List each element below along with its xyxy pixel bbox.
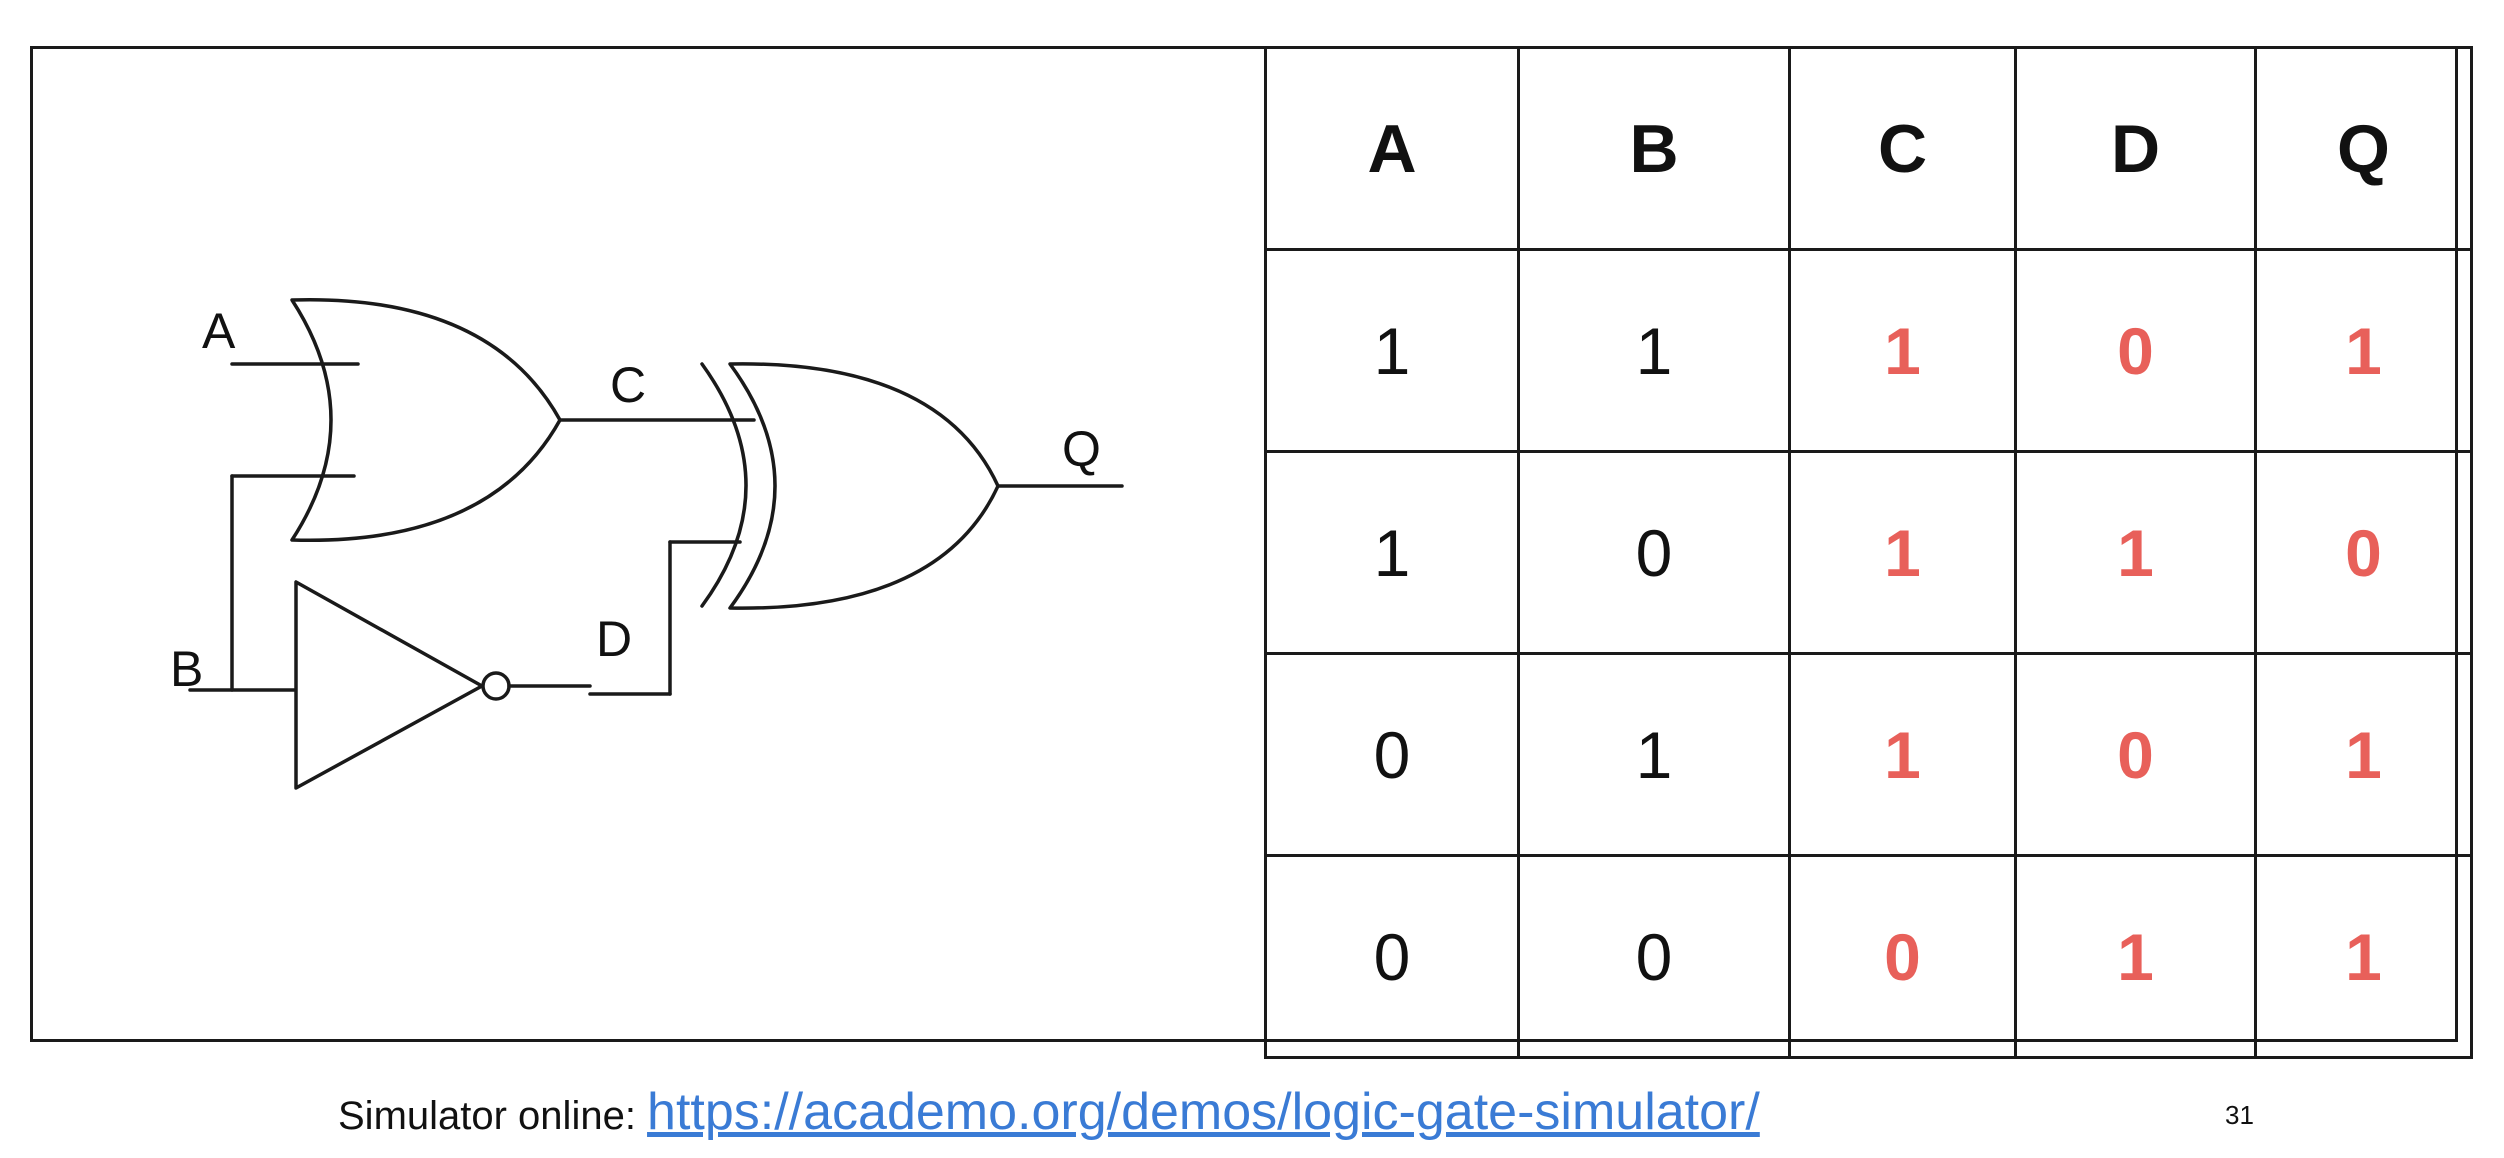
label-b: B	[170, 641, 203, 697]
table-row: 1 0 1 1 0	[1264, 450, 2473, 655]
page-number: 31	[2225, 1100, 2254, 1130]
cell-c: 1	[1788, 248, 2017, 453]
cell-a: 0	[1264, 854, 1520, 1059]
cell-q: 0	[2254, 450, 2473, 655]
table-row: 1 1 1 0 1	[1264, 248, 2473, 453]
or-gate-shape	[290, 297, 562, 543]
cell-b: 0	[1517, 450, 1791, 655]
cell-c: 0	[1788, 854, 2017, 1059]
not-gate-bubble	[481, 671, 511, 701]
cell-q: 1	[2254, 652, 2473, 857]
not-gate-shape	[294, 580, 484, 790]
label-d: D	[596, 611, 632, 667]
simulator-link[interactable]: https://academo.org/demos/logic-gate-sim…	[647, 1083, 1760, 1141]
cell-a: 1	[1264, 450, 1520, 655]
footer-label: Simulator online:	[338, 1094, 648, 1138]
cell-d: 1	[2014, 854, 2257, 1059]
cell-c: 1	[1788, 450, 2017, 655]
cell-b: 1	[1517, 248, 1791, 453]
truth-table: A B C D Q 1 1 1 0 1 1 0 1 1 0 0 1 1 0 1 …	[1264, 46, 2473, 1059]
label-a: A	[202, 303, 236, 359]
cell-c: 1	[1788, 652, 2017, 857]
header-b: B	[1517, 46, 1791, 251]
table-row: 0 0 0 1 1	[1264, 854, 2473, 1059]
table-row: 0 1 1 0 1	[1264, 652, 2473, 857]
cell-b: 0	[1517, 854, 1791, 1059]
cell-q: 1	[2254, 854, 2473, 1059]
cell-d: 1	[2014, 450, 2257, 655]
header-c: C	[1788, 46, 2017, 251]
logic-circuit-diagram: A B C D Q	[170, 297, 1124, 790]
cell-q: 1	[2254, 248, 2473, 453]
label-q: Q	[1062, 421, 1101, 477]
xor-gate-input-arc	[700, 362, 748, 608]
cell-a: 1	[1264, 248, 1520, 453]
cell-b: 1	[1517, 652, 1791, 857]
header-a: A	[1264, 46, 1520, 251]
cell-d: 0	[2014, 248, 2257, 453]
table-header-row: A B C D Q	[1264, 46, 2473, 251]
footer: Simulator online: https://academo.org/de…	[338, 1082, 1760, 1142]
cell-a: 0	[1264, 652, 1520, 857]
header-d: D	[2014, 46, 2257, 251]
xor-gate-shape	[728, 362, 1000, 610]
header-q: Q	[2254, 46, 2473, 251]
label-c: C	[610, 357, 646, 413]
cell-d: 0	[2014, 652, 2257, 857]
